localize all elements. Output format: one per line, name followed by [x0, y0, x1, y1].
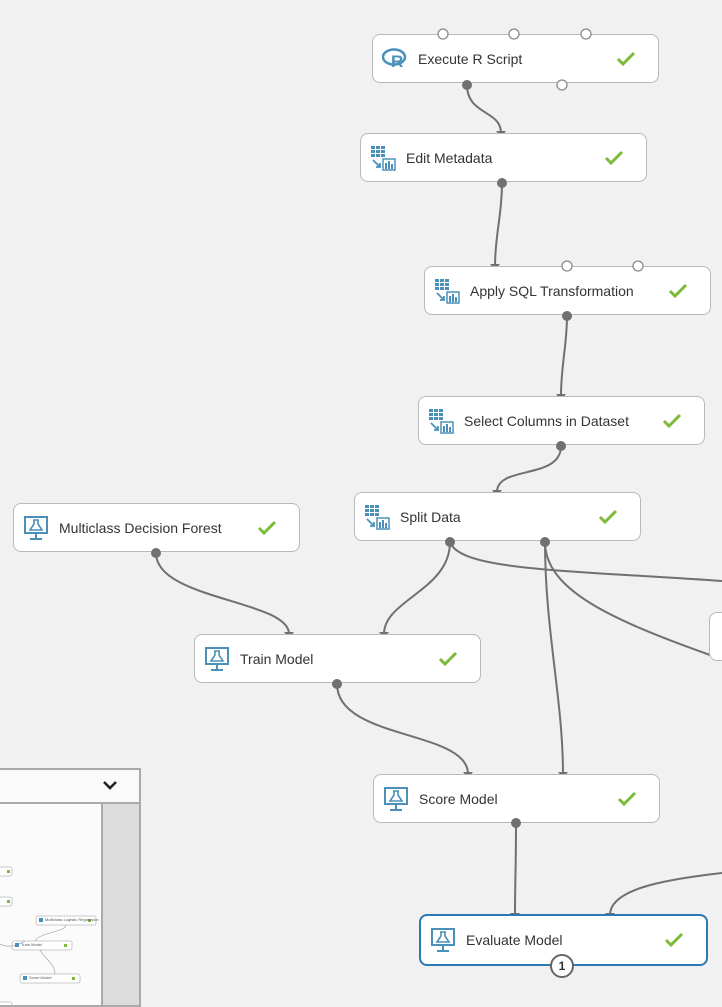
mini-module — [0, 896, 13, 907]
connector — [336, 683, 469, 775]
module-label: Multiclass Decision Forest — [59, 519, 222, 536]
mini-module — [19, 973, 81, 984]
connector — [496, 445, 562, 493]
mini-check — [7, 870, 10, 873]
data-transform-icon — [370, 145, 396, 171]
data-transform-icon — [364, 504, 390, 530]
module-label: Apply SQL Transformation — [470, 282, 634, 299]
mini-connector — [39, 949, 56, 975]
connector — [155, 552, 290, 635]
module-label: Train Model — [240, 650, 314, 667]
checkmark-icon — [617, 791, 637, 807]
checkmark-icon — [668, 283, 688, 299]
chevron-down-icon[interactable] — [101, 776, 119, 794]
checkmark-icon — [598, 509, 618, 525]
module-select-columns-in-dataset[interactable]: Select Columns in Dataset — [418, 396, 705, 445]
module-split-data[interactable]: Split Data — [354, 492, 641, 541]
module-label: Execute R Script — [418, 50, 523, 67]
connector — [466, 84, 502, 134]
module-execute-r-script[interactable]: R Execute R Script — [372, 34, 659, 83]
mini-label: Multiclass Logistic Regression — [45, 917, 99, 922]
minimap-viewport[interactable]: Multiclass Logistic Regression Train Mod… — [0, 804, 101, 1005]
output-port-badge[interactable]: 1 — [550, 954, 574, 978]
connector — [560, 315, 568, 397]
connector — [514, 822, 517, 916]
module-apply-sql-transformation[interactable]: Apply SQL Transformation — [424, 266, 711, 315]
mini-module — [0, 866, 13, 877]
mini-check — [72, 977, 75, 980]
connector — [494, 182, 503, 267]
mini-icon — [23, 976, 27, 980]
ml-flask-icon — [23, 515, 49, 541]
minimap-header — [0, 770, 139, 804]
connector — [544, 541, 711, 656]
mini-module — [11, 940, 73, 951]
module-score-model[interactable]: Score Model — [373, 774, 660, 823]
mini-connector — [34, 924, 67, 942]
module-label: Score Model — [419, 790, 498, 807]
module-label: Evaluate Model — [466, 932, 563, 948]
data-transform-icon — [434, 278, 460, 304]
mini-label: Train Model — [21, 942, 42, 947]
ml-flask-icon — [383, 786, 409, 812]
checkmark-icon — [257, 520, 277, 536]
data-transform-icon — [428, 408, 454, 434]
module-label: Edit Metadata — [406, 149, 493, 166]
mini-label: Score Model — [29, 975, 52, 980]
module-edit-metadata[interactable]: Edit Metadata — [360, 133, 647, 182]
mini-connector — [0, 940, 26, 947]
connector — [383, 541, 451, 635]
module-label: Split Data — [400, 508, 461, 525]
module-offscreen[interactable] — [709, 612, 722, 661]
checkmark-icon — [604, 150, 624, 166]
connector — [609, 872, 722, 916]
checkmark-icon — [616, 51, 636, 67]
module-multiclass-decision-forest[interactable]: Multiclass Decision Forest — [13, 503, 300, 552]
ml-flask-icon — [430, 927, 456, 953]
ml-flask-icon — [204, 646, 230, 672]
mini-icon — [39, 918, 43, 922]
connector — [544, 541, 564, 775]
checkmark-icon — [662, 413, 682, 429]
module-label: Select Columns in Dataset — [464, 412, 629, 429]
mini-check — [64, 944, 67, 947]
connector — [449, 541, 722, 582]
checkmark-icon — [664, 932, 684, 948]
mini-icon — [15, 943, 19, 947]
mini-check — [7, 900, 10, 903]
minimap-scrollbar[interactable] — [101, 804, 139, 1005]
module-train-model[interactable]: Train Model — [194, 634, 481, 683]
minimap-panel: Multiclass Logistic Regression Train Mod… — [0, 768, 141, 1007]
mini-module — [0, 1001, 13, 1005]
r-script-icon: R — [382, 46, 408, 72]
svg-text:R: R — [391, 52, 403, 71]
mini-check — [88, 919, 91, 922]
checkmark-icon — [438, 651, 458, 667]
